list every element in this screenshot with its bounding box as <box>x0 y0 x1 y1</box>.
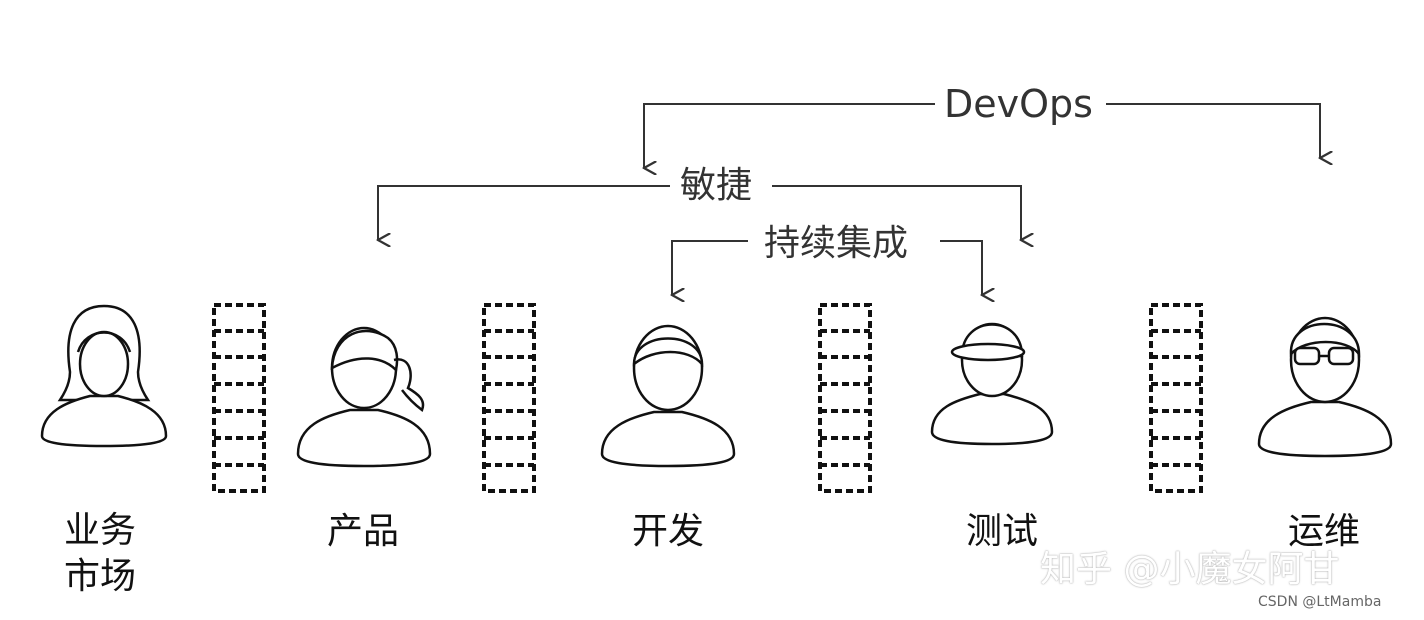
devops-label: DevOps <box>940 82 1097 126</box>
devops-bracket <box>644 103 1320 168</box>
test-person-icon <box>930 322 1054 446</box>
role-label-product: 产品 <box>327 511 400 552</box>
role-label-dev: 开发 <box>632 511 705 552</box>
agile-label: 敏捷 <box>676 164 757 208</box>
ci-bracket <box>672 240 982 295</box>
handoff-wall-3 <box>818 303 872 493</box>
handoff-wall-1 <box>212 303 266 493</box>
role-label-business: 业务 市场 <box>64 510 137 597</box>
business-person-icon <box>40 304 168 448</box>
ci-label: 持续集成 <box>760 222 913 266</box>
agile-bracket <box>378 185 1021 240</box>
watermark: 知乎 @小魔女阿甘 <box>1040 549 1340 590</box>
ops-person-icon <box>1257 316 1393 458</box>
handoff-wall-4 <box>1149 303 1203 493</box>
csdn-credit: CSDN @LtMamba <box>1258 594 1382 610</box>
handoff-wall-2 <box>482 303 536 493</box>
role-label-test: 测试 <box>966 511 1039 552</box>
product-person-icon <box>296 326 432 468</box>
dev-person-icon <box>600 324 736 468</box>
role-label-ops: 运维 <box>1288 511 1361 552</box>
